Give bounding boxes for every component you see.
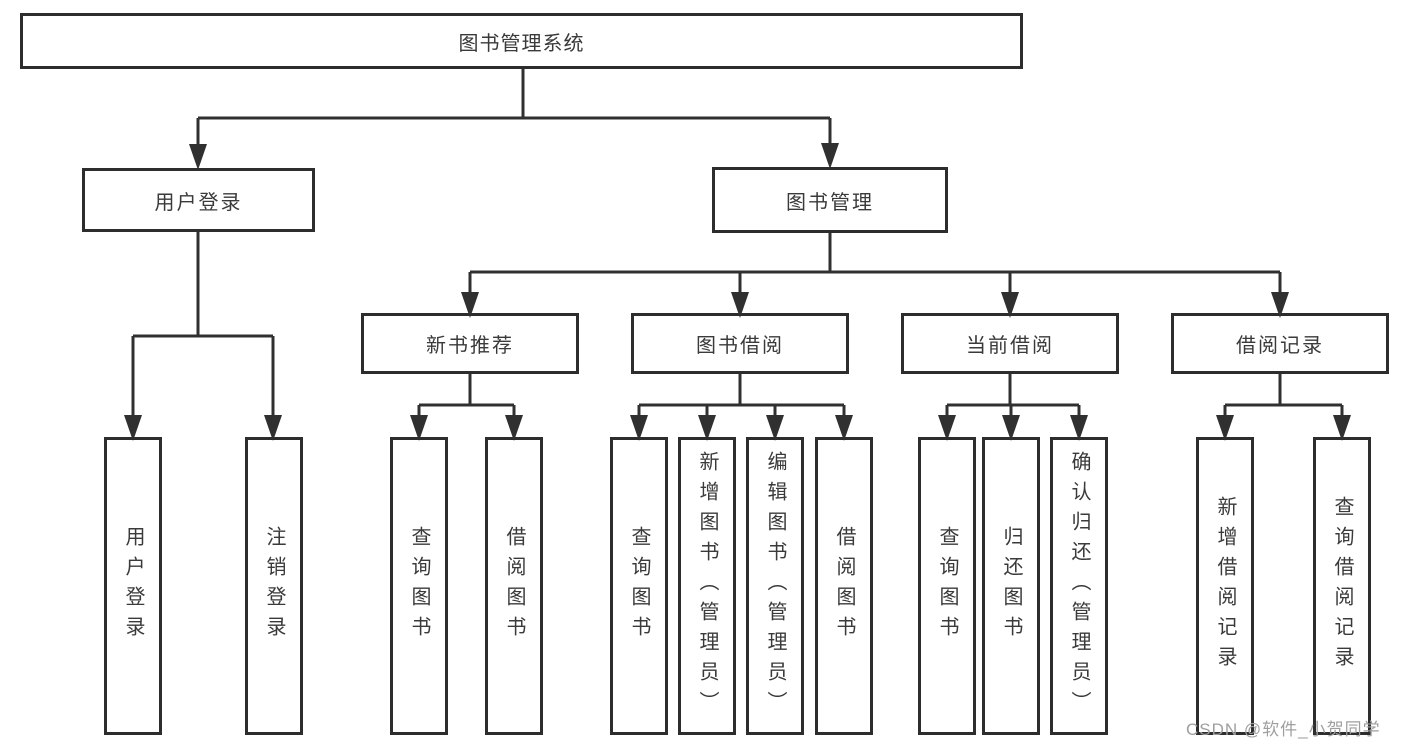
leaf-borrow-books-borrow: 借阅图书 (815, 437, 873, 735)
leaf-query-borrow-record-label: 查询借阅记录 (1331, 496, 1353, 676)
node-root: 图书管理系统 (20, 13, 1023, 69)
leaf-query-books-borrow-label: 查询图书 (628, 526, 650, 646)
node-book-borrow: 图书借阅 (631, 313, 849, 374)
leaf-user-login-label: 用户登录 (122, 526, 144, 646)
node-book-management-label: 图书管理 (786, 191, 874, 214)
leaf-add-book-admin: 新增图书（管理员） (678, 437, 736, 735)
leaf-logout-label: 注销登录 (263, 526, 285, 646)
leaf-borrow-books-borrow-label: 借阅图书 (833, 526, 855, 646)
leaf-add-borrow-record-label: 新增借阅记录 (1214, 496, 1236, 676)
leaf-borrow-books-recommend-label: 借阅图书 (503, 526, 525, 646)
leaf-return-book: 归还图书 (982, 437, 1040, 735)
leaf-query-borrow-record: 查询借阅记录 (1313, 437, 1371, 735)
leaf-logout: 注销登录 (245, 437, 303, 735)
leaf-user-login: 用户登录 (104, 437, 162, 735)
node-current-borrow-label: 当前借阅 (966, 335, 1054, 357)
leaf-borrow-books-recommend: 借阅图书 (485, 437, 543, 735)
leaf-query-books-recommend-label: 查询图书 (408, 526, 430, 646)
node-new-book-recommend: 新书推荐 (361, 313, 579, 374)
leaf-edit-book-admin-label: 编辑图书（管理员） (764, 451, 786, 721)
leaf-confirm-return-admin-label: 确认归还（管理员） (1068, 451, 1090, 721)
leaf-query-books-current: 查询图书 (918, 437, 976, 735)
leaf-query-books-borrow: 查询图书 (610, 437, 668, 735)
node-user-login-label: 用户登录 (154, 191, 243, 214)
leaf-add-borrow-record: 新增借阅记录 (1196, 437, 1254, 735)
node-root-label: 图书管理系统 (458, 32, 585, 55)
node-new-book-recommend-label: 新书推荐 (426, 335, 514, 357)
watermark: CSDN @软件_小贺同学 (1186, 720, 1381, 739)
leaf-add-book-admin-label: 新增图书（管理员） (696, 451, 718, 721)
node-borrow-record-label: 借阅记录 (1236, 335, 1324, 357)
leaf-edit-book-admin: 编辑图书（管理员） (746, 437, 804, 735)
node-book-management: 图书管理 (712, 167, 948, 233)
leaf-query-books-current-label: 查询图书 (936, 526, 958, 646)
node-borrow-record: 借阅记录 (1171, 313, 1389, 374)
node-book-borrow-label: 图书借阅 (696, 335, 784, 357)
leaf-query-books-recommend: 查询图书 (390, 437, 448, 735)
leaf-return-book-label: 归还图书 (1000, 526, 1022, 646)
node-current-borrow: 当前借阅 (901, 313, 1119, 374)
leaf-confirm-return-admin: 确认归还（管理员） (1050, 437, 1108, 735)
node-user-login: 用户登录 (82, 168, 315, 232)
